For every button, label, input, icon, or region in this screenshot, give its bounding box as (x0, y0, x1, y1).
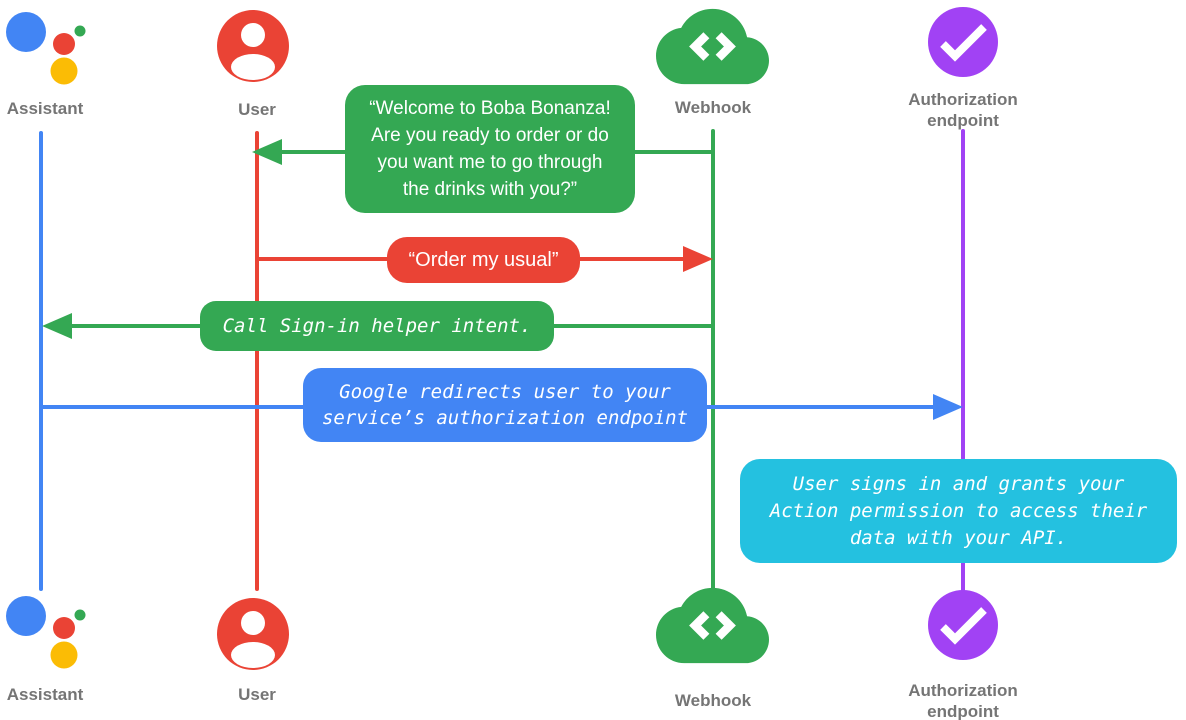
check-mark (940, 24, 987, 62)
welcome-message-bubble: “Welcome to Boba Bonanza! Are you ready … (345, 85, 635, 213)
user-icon-bottom (217, 598, 289, 670)
webhook-label-top: Webhook (674, 98, 752, 117)
user-shoulders (231, 642, 275, 668)
webhook-cloud-icon-bottom (656, 587, 769, 664)
assistant-green-dot (74, 25, 86, 37)
assistant-red-circle (53, 617, 75, 639)
assistant-label-top: Assistant (6, 99, 84, 118)
cloud-shape (656, 8, 769, 85)
google-assistant-icon (6, 12, 86, 85)
assistant-blue-circle (6, 12, 46, 52)
signin-helper-arrowhead-icon (42, 313, 72, 339)
assistant-blue-circle (6, 596, 46, 636)
google-assistant-icon-bottom (6, 596, 86, 669)
cloud-shape (656, 587, 769, 664)
assistant-green-dot (74, 609, 86, 621)
assistant-lifeline (39, 131, 43, 591)
user-label-bottom: User (238, 685, 276, 704)
authorization-endpoint-lifeline (961, 129, 965, 593)
user-lifeline (255, 131, 259, 591)
authorization-endpoint-label-bottom: Authorization endpoint (908, 681, 1018, 720)
code-bracket-left (689, 611, 710, 640)
signin-helper-bubble: Call Sign-in helper intent. (200, 301, 554, 351)
user-shoulders (231, 54, 275, 80)
code-bracket-right (715, 611, 736, 640)
assistant-yellow-circle (50, 57, 78, 85)
user-head (241, 611, 265, 635)
user-head (241, 23, 265, 47)
redirect-bubble: Google redirects user to your service’s … (303, 368, 707, 442)
auth-circle (928, 590, 998, 660)
webhook-cloud-icon (656, 8, 769, 85)
auth-circle (928, 7, 998, 77)
authorization-check-icon (928, 7, 998, 77)
assistant-red-circle (53, 33, 75, 55)
order-message-bubble: “Order my usual” (387, 237, 580, 283)
webhook-lifeline (711, 129, 715, 593)
user-label-top: User (238, 100, 276, 119)
signin-grant-note: User signs in and grants your Action per… (740, 459, 1177, 563)
webhook-label-bottom: Webhook (674, 691, 752, 710)
assistant-yellow-circle (50, 641, 78, 669)
code-bracket-right (715, 32, 736, 61)
redirect-arrowhead-icon (933, 394, 963, 420)
authorization-endpoint-label-top: Authorization endpoint (908, 90, 1018, 130)
user-icon (217, 10, 289, 82)
authorization-check-icon-bottom (928, 590, 998, 660)
code-bracket-left (689, 32, 710, 61)
welcome-arrowhead-icon (252, 139, 282, 165)
order-arrowhead-icon (683, 246, 713, 272)
assistant-label-bottom: Assistant (6, 685, 84, 704)
check-mark (940, 607, 987, 645)
